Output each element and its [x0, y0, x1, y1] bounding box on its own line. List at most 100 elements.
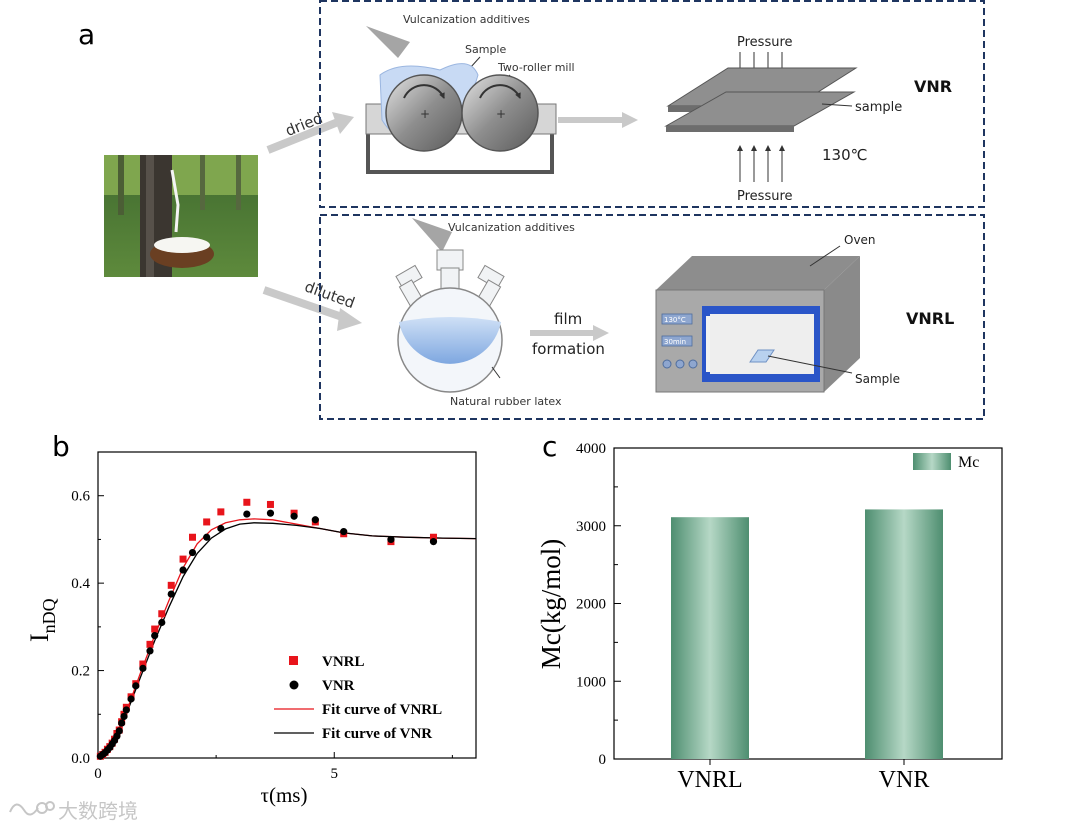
y-axis-label: InDQ	[25, 598, 59, 642]
vnr-data-point	[115, 727, 123, 735]
latex-label: Natural rubber latex	[450, 395, 562, 408]
y-tick-label: 2000	[576, 597, 606, 613]
vnr-data-point	[167, 590, 175, 598]
sample-label-top: Sample	[465, 43, 506, 56]
watermark-text: 大数跨境	[58, 799, 138, 823]
vnr-data-point	[203, 533, 211, 541]
watermark: 大数跨境	[9, 799, 138, 823]
dry-route-box	[319, 0, 985, 208]
legend-label: Fit curve of VNR	[322, 726, 432, 742]
vnr-data-point	[151, 632, 159, 640]
vnr-data-point	[387, 535, 395, 544]
latex-tapping-photo	[104, 155, 258, 277]
oven-display-time: 30min	[664, 338, 686, 346]
vnrl-data-point	[243, 498, 251, 506]
bars	[671, 509, 943, 759]
legend: Mc	[913, 453, 979, 471]
vnrl-data-point	[158, 610, 166, 618]
film-formation-arrow: film formation	[530, 310, 609, 358]
x-tick-label: VNRL	[677, 767, 742, 793]
vnrl-data-point	[217, 508, 225, 516]
temperature-label: 130℃	[822, 146, 867, 164]
oven: 130°C 30min Oven Sample	[655, 233, 900, 393]
svg-text:+: +	[496, 107, 506, 121]
panel-a: a dried diluted	[78, 0, 985, 420]
vnr-data-point	[118, 719, 126, 727]
vnrl-data-point	[167, 581, 175, 589]
vnrl-data-point	[429, 533, 437, 541]
y-axis: 0.0 0.2 0.4 0.6 0 5	[71, 489, 453, 782]
hot-press: Pressure sample 130℃ Pressure	[664, 35, 902, 204]
three-neck-flask: Vulcanization additives Natural rubber l…	[395, 218, 575, 408]
vnr-data-point	[120, 712, 128, 721]
additive-label-bottom: Vulcanization additives	[448, 221, 575, 234]
x-tick-label: 5	[331, 766, 339, 782]
panel-b-letter: b	[52, 430, 70, 463]
x-axis-label: τ(ms)	[261, 783, 308, 807]
y-tick-label: 3000	[576, 519, 606, 535]
y-tick-label: 0.6	[71, 489, 90, 505]
vnr-data-point	[132, 682, 140, 690]
y-tick-label: 4000	[576, 441, 606, 457]
mill-to-press-arrow	[558, 112, 638, 128]
panel-a-letter: a	[78, 18, 95, 51]
panel-c-letter: c	[542, 430, 557, 463]
vnrl-data-point	[266, 500, 274, 508]
pressure-bottom-label: Pressure	[737, 189, 793, 204]
vnrl-data-point	[151, 625, 159, 633]
plot-frame	[97, 451, 477, 759]
vnr-data-point	[146, 647, 154, 655]
press-sample-label: sample	[855, 100, 902, 115]
latex-route-box	[319, 214, 985, 420]
data-points	[96, 498, 438, 760]
y-tick-label: 1000	[576, 674, 606, 690]
oven-display-temp: 130°C	[664, 316, 686, 324]
oven-label: Oven	[844, 233, 876, 247]
vnr-data-point	[340, 527, 348, 536]
vnr-data-point	[179, 566, 187, 574]
svg-text:+: +	[420, 107, 430, 121]
vnr-data-point	[266, 509, 275, 517]
film-label: film	[554, 310, 582, 328]
vnrl-data-point	[179, 555, 187, 563]
x-tick-label: 0	[94, 766, 102, 782]
y-axis-label: Mc(kg/mol)	[536, 539, 566, 669]
additive-label-top: Vulcanization additives	[403, 13, 530, 26]
dried-route-arrow: dried	[266, 109, 354, 154]
legend-marker-vnrl	[289, 656, 298, 665]
legend-label: VNR	[322, 678, 355, 694]
legend-label: Mc	[958, 454, 979, 471]
legend-label: VNRL	[322, 654, 365, 670]
y-tick-label: 0.2	[71, 664, 90, 680]
vnr-data-point	[311, 516, 319, 524]
vnr-data-point	[122, 706, 130, 714]
vnrl-data-point	[203, 518, 211, 526]
y-tick-label: 0.4	[71, 576, 90, 592]
legend-swatch	[913, 453, 951, 470]
bar-vnr	[865, 509, 943, 759]
vnr-data-point	[217, 524, 225, 533]
oven-sample-label: Sample	[855, 372, 900, 386]
bar-vnrl	[671, 517, 749, 759]
vnr-data-point	[127, 695, 135, 703]
vnr-data-point	[158, 618, 166, 627]
panel-b-chart: b 0.0 0.2 0.4 0.6 0 5 VNRL VNR Fit curve of VNR…	[25, 430, 477, 807]
vnrl-product-label: VNRL	[906, 309, 954, 328]
vnrl-data-point	[146, 640, 154, 648]
vnr-data-point	[188, 548, 197, 557]
vnr-product-label: VNR	[914, 77, 952, 96]
svg-text:InDQ: InDQ	[25, 598, 59, 642]
y-tick-label: 0	[599, 752, 607, 768]
y-tick-label: 0.0	[71, 751, 90, 767]
pressure-top-label: Pressure	[737, 35, 793, 50]
two-roller-mill: Vulcanization additives Sample Two-rolle…	[365, 13, 575, 174]
vnr-data-point	[139, 664, 147, 672]
formation-label: formation	[532, 340, 605, 358]
vnrl-data-point	[189, 533, 196, 541]
legend-marker-vnr	[289, 680, 299, 690]
